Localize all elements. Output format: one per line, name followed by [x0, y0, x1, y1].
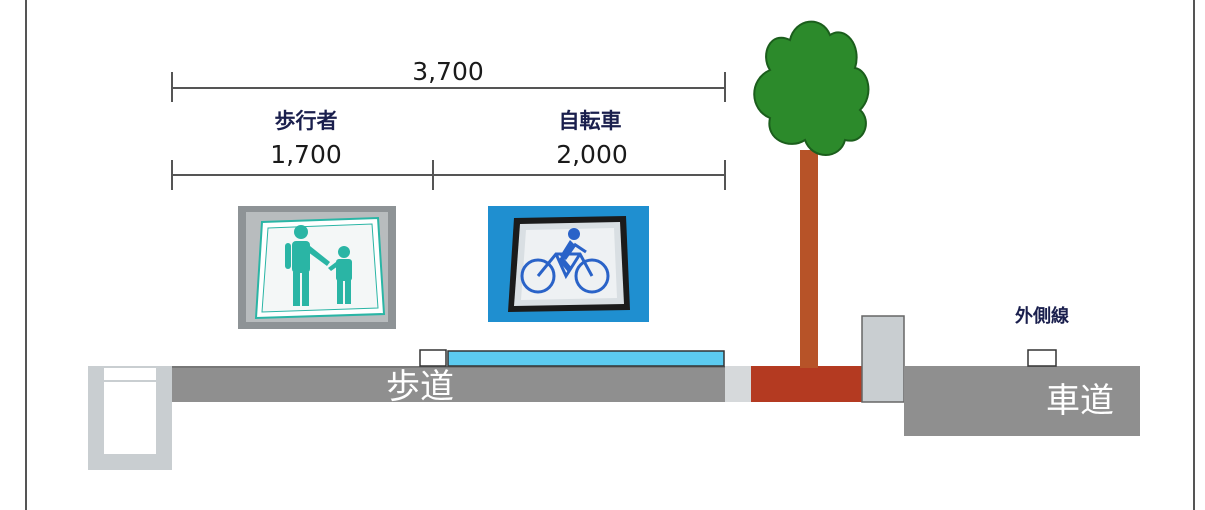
roadway-slab — [904, 366, 1140, 436]
sidewalk-top-edge — [172, 366, 725, 368]
bicycle-sign-icon — [488, 206, 649, 322]
outer-line-marker — [1027, 349, 1057, 367]
tree-trunk — [800, 150, 818, 368]
planting-strip — [751, 366, 862, 402]
pedestrian-width-label: 1,700 — [270, 140, 342, 169]
outer-line-label: 外側線 — [1015, 305, 1069, 327]
total-width-dimension — [171, 72, 726, 102]
side-ditch — [88, 366, 172, 470]
bicycle-width-label: 2,000 — [556, 140, 628, 169]
bicycle-lane-strip — [447, 350, 725, 367]
lane-separator-block — [419, 349, 447, 367]
sidewalk-slab — [172, 366, 725, 402]
lane-width-dimensions — [171, 160, 726, 190]
roadway-label: 車道 — [1046, 381, 1114, 421]
total-width-label: 3,700 — [412, 57, 484, 86]
curb-block — [725, 366, 751, 402]
pedestrian-lane-label: 歩行者 — [275, 109, 338, 133]
bicycle-lane-label: 自転車 — [559, 109, 622, 133]
sidewalk-label: 歩道 — [386, 367, 454, 407]
tree-foliage — [753, 20, 870, 156]
boundary-post — [861, 315, 905, 403]
pedestrian-sign-icon — [238, 206, 396, 329]
